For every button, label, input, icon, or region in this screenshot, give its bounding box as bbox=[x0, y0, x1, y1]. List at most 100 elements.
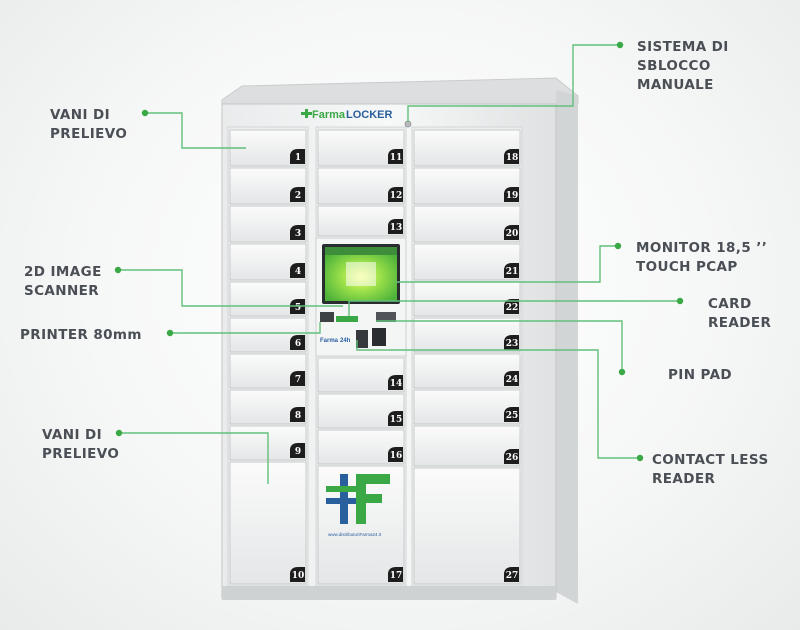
compartment-badge-16 bbox=[388, 447, 403, 462]
compartment-door-23[interactable] bbox=[413, 317, 521, 353]
compartment-number-7: 7 bbox=[295, 375, 301, 385]
compartment-door-18[interactable] bbox=[413, 129, 521, 167]
compartment-number-12: 12 bbox=[390, 191, 403, 201]
compartment-number-4: 4 bbox=[295, 267, 301, 277]
compartment-number-10: 10 bbox=[292, 571, 305, 581]
farmalocker-logo: Farma LOCKER bbox=[301, 109, 393, 121]
contactless-reader[interactable] bbox=[356, 330, 368, 348]
compartment-number-19: 19 bbox=[506, 191, 519, 201]
compartment-number-3: 3 bbox=[295, 229, 301, 239]
compartment-number-15: 15 bbox=[390, 415, 403, 425]
compartment-badge-25 bbox=[504, 407, 519, 422]
website-url: www.distributoriFarma24.it bbox=[328, 532, 382, 537]
label-monitor: MONITOR 18,5 ’’ TOUCH PCAP bbox=[636, 239, 767, 277]
card-reader[interactable] bbox=[376, 312, 396, 322]
receipt-printer bbox=[336, 316, 358, 322]
compartment-door-22[interactable] bbox=[413, 281, 521, 317]
label-card-line2: READER bbox=[708, 315, 772, 331]
compartment-number-27: 27 bbox=[506, 571, 519, 581]
compartment-number-14: 14 bbox=[390, 379, 403, 389]
farma24-cross-logo bbox=[326, 474, 390, 524]
label-printer: PRINTER 80mm bbox=[20, 326, 142, 345]
pin-pad[interactable] bbox=[372, 328, 386, 346]
compartment-badge-3 bbox=[290, 225, 305, 240]
compartment-number-20: 20 bbox=[506, 229, 519, 239]
kiosk-brand-part1: Farma bbox=[320, 338, 339, 344]
compartment-number-8: 8 bbox=[295, 411, 301, 421]
compartment-badge-24 bbox=[504, 371, 519, 386]
compartment-badge-6 bbox=[290, 335, 305, 350]
compartment-number-25: 25 bbox=[506, 411, 519, 421]
compartment-badge-1 bbox=[290, 149, 305, 164]
label-sistema-sblocco: SISTEMA DI SBLOCCO MANUALE bbox=[637, 38, 729, 95]
compartment-badge-19 bbox=[504, 187, 519, 202]
label-vani-top: VANI DI PRELIEVO bbox=[50, 106, 127, 144]
label-scanner-line2: SCANNER bbox=[24, 283, 100, 299]
compartment-badge-21 bbox=[504, 263, 519, 278]
compartment-badge-12 bbox=[388, 187, 403, 202]
compartment-number-17: 17 bbox=[390, 571, 403, 581]
compartment-badge-23 bbox=[504, 335, 519, 350]
compartment-number-5: 5 bbox=[295, 303, 301, 313]
compartment-door-26[interactable] bbox=[413, 425, 521, 467]
compartment-badge-13 bbox=[388, 219, 403, 234]
compartment-number-26: 26 bbox=[506, 453, 519, 463]
compartment-door-20[interactable] bbox=[413, 205, 521, 243]
kiosk-brand-part2: 24h bbox=[340, 338, 351, 344]
compartment-number-6: 6 bbox=[295, 339, 301, 349]
label-card-reader: CARD READER bbox=[708, 295, 771, 333]
label-contactless-line2: READER bbox=[652, 471, 716, 487]
label-pin-pad: PIN PAD bbox=[668, 366, 732, 385]
label-2d-scanner: 2D IMAGE SCANNER bbox=[24, 263, 102, 301]
compartment-number-22: 22 bbox=[506, 303, 519, 313]
compartment-badge-10 bbox=[290, 567, 305, 582]
label-vani-top-line1: VANI DI bbox=[50, 107, 111, 123]
compartment-badge-22 bbox=[504, 299, 519, 314]
compartment-number-1: 1 bbox=[295, 153, 301, 163]
compartment-number-23: 23 bbox=[506, 339, 519, 349]
compartment-badge-11 bbox=[388, 149, 403, 164]
compartment-badge-14 bbox=[388, 375, 403, 390]
label-card-line1: CARD bbox=[708, 296, 752, 312]
brand-part1: Farma bbox=[312, 109, 346, 121]
compartment-badge-17 bbox=[388, 567, 403, 582]
compartment-door-21[interactable] bbox=[413, 243, 521, 281]
compartment-number-11: 11 bbox=[390, 153, 403, 163]
cabinet-side bbox=[556, 90, 578, 604]
compartment-door-25[interactable] bbox=[413, 389, 521, 425]
label-vani-bottom-line2: PRELIEVO bbox=[42, 446, 120, 462]
label-printer-line1: PRINTER 80mm bbox=[20, 327, 142, 343]
compartment-number-24: 24 bbox=[506, 375, 519, 385]
compartment-door-27[interactable] bbox=[413, 467, 521, 585]
label-sblocco-line3: MANUALE bbox=[637, 77, 714, 93]
label-monitor-line2: TOUCH PCAP bbox=[636, 259, 738, 275]
compartment-door-24[interactable] bbox=[413, 353, 521, 389]
compartment-badge-26 bbox=[504, 449, 519, 464]
label-contactless-line1: CONTACT LESS bbox=[652, 452, 769, 468]
compartment-badge-7 bbox=[290, 371, 305, 386]
cabinet-plinth bbox=[222, 586, 556, 600]
compartment-number-2: 2 bbox=[295, 191, 301, 201]
compartment-badge-4 bbox=[290, 263, 305, 278]
compartment-number-16: 16 bbox=[390, 451, 403, 461]
label-sblocco-line1: SISTEMA DI bbox=[637, 39, 729, 55]
label-sblocco-line2: SBLOCCO bbox=[637, 58, 711, 74]
compartment-badge-9 bbox=[290, 443, 305, 458]
label-vani-bottom: VANI DI PRELIEVO bbox=[42, 426, 119, 464]
label-contactless: CONTACT LESS READER bbox=[652, 451, 769, 489]
compartment-door-19[interactable] bbox=[413, 167, 521, 205]
leader-lines bbox=[118, 44, 680, 484]
compartment-badge-18 bbox=[504, 149, 519, 164]
compartment-badge-8 bbox=[290, 407, 305, 422]
compartment-number-18: 18 bbox=[506, 153, 519, 163]
compartment-badge-15 bbox=[388, 411, 403, 426]
compartment-badge-20 bbox=[504, 225, 519, 240]
label-pinpad-line1: PIN PAD bbox=[668, 367, 733, 383]
kiosk-panel bbox=[315, 237, 407, 357]
label-monitor-line1: MONITOR 18,5 ’’ bbox=[636, 240, 768, 256]
barcode-scanner[interactable] bbox=[320, 312, 334, 322]
brand-part2: LOCKER bbox=[346, 109, 393, 121]
compartment-badge-27 bbox=[504, 567, 519, 582]
compartment-number-21: 21 bbox=[506, 267, 519, 277]
